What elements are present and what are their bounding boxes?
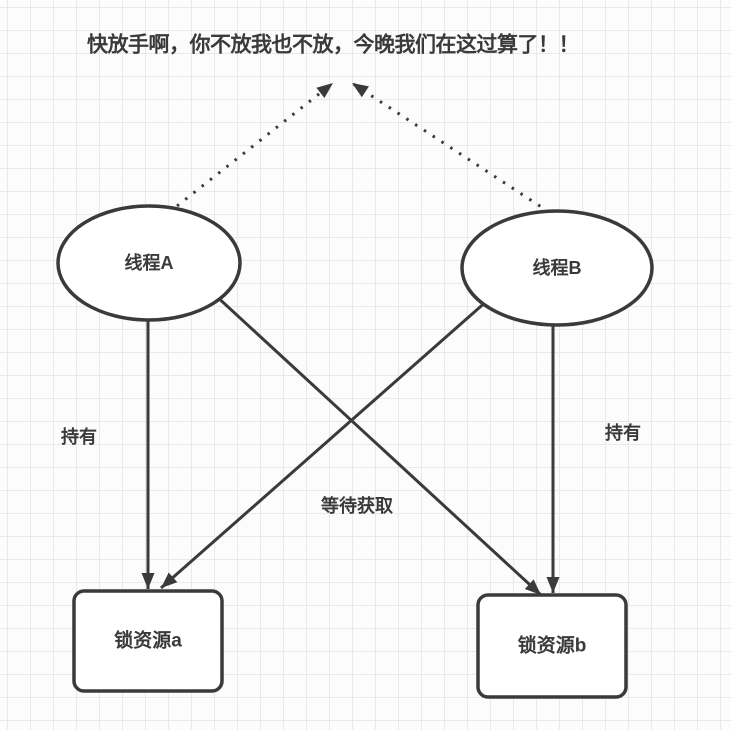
lock-b-label: 锁资源b [517, 635, 587, 657]
edge-thread-a-waits-lock-b [212, 292, 543, 597]
thread-b-label: 线程B [532, 258, 582, 278]
lock-a-box [72, 589, 224, 693]
lock-a-label: 锁资源a [114, 630, 182, 652]
nodes-group [56, 204, 654, 699]
edge-thread-b-shout-dotted [351, 81, 550, 214]
thread-a-ellipse [56, 204, 242, 322]
thread-a-label: 线程A [124, 253, 174, 273]
edges-group [141, 81, 560, 597]
edge-label-hold-left: 持有 [61, 427, 97, 447]
thread-b-ellipse [460, 209, 654, 327]
diagram-title: 快放手啊，你不放我也不放，今晚我们在这过算了！！ [87, 33, 580, 57]
edge-label-hold-right: 持有 [605, 423, 641, 443]
edge-label-wait-acquire: 等待获取 [321, 496, 393, 516]
edge-thread-a-shout-dotted [176, 81, 334, 208]
lock-b-box [476, 593, 628, 699]
edge-thread-b-waits-lock-a [160, 298, 489, 590]
